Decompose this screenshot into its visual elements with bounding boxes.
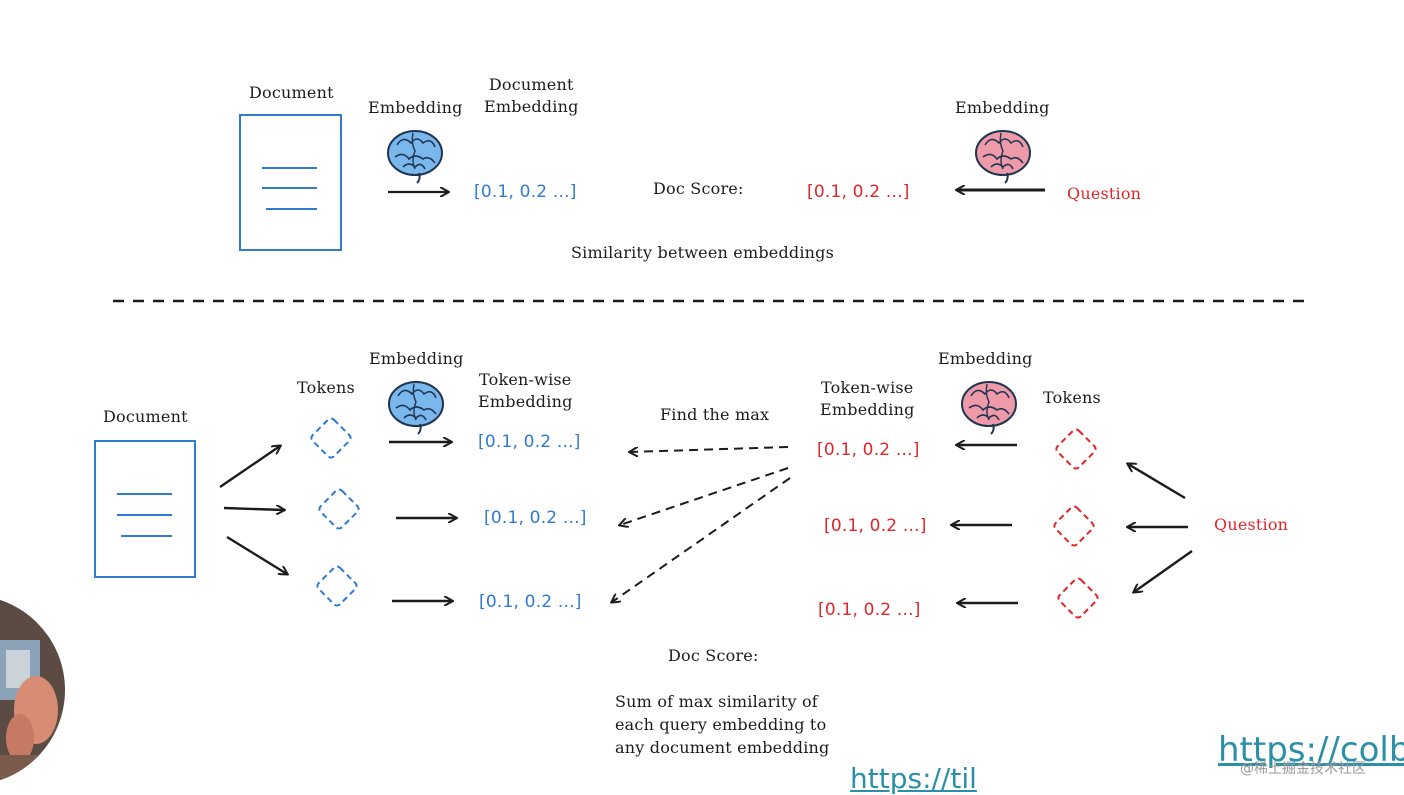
top-doc-score-label: Doc Score: [653,179,744,198]
doc-token-3 [316,565,358,607]
doc-token-embedding-2: [0.1, 0.2 ...] [484,508,587,528]
maxsim-arrow-1 [630,446,789,452]
query-token-embedding-3: [0.1, 0.2 ...] [818,600,921,620]
doc-token-2 [318,488,360,530]
bottom-embedding-left-label: Embedding [369,349,464,368]
top-doc-vector: [0.1, 0.2 ...] [474,182,577,202]
maxsim-arrow-3 [612,477,791,602]
arrow-doc-to-token-3 [226,535,287,574]
bottom-embedding-right-label: Embedding [938,349,1033,368]
find-the-max-label: Find the max [660,405,770,424]
query-token-1 [1055,428,1097,470]
bottom-tokenwise-left-label: Token-wise Embedding [478,370,573,411]
query-token-embedding-2: [0.1, 0.2 ...] [824,516,927,536]
top-brain-blue-icon [387,130,443,184]
doc-token-embedding-3: [0.1, 0.2 ...] [479,592,582,612]
bottom-question-label: Question [1214,515,1289,534]
top-document-embedding-label: Document Embedding [484,75,579,116]
top-embedding-right-label: Embedding [955,98,1050,117]
top-question-label: Question [1067,184,1142,203]
query-token-embedding-1: [0.1, 0.2 ...] [817,440,920,460]
arrow-doc-to-token-2 [223,508,284,510]
top-query-vector: [0.1, 0.2 ...] [807,182,910,202]
bottom-brain-blue-icon [388,381,444,435]
arrow-question-to-token-1 [1128,464,1186,500]
bottom-tokens-right-label: Tokens [1043,388,1101,407]
bottom-document-label: Document [103,407,188,426]
partial-url-secondary: https://til [850,762,977,795]
bottom-brain-pink-icon [961,381,1017,435]
arrow-doc-to-token-1 [219,446,280,488]
watermark-text: @稀土掘金技术社区 [1240,761,1366,777]
top-embedding-left-label: Embedding [368,98,463,117]
query-token-2 [1053,505,1095,547]
query-token-3 [1057,577,1099,619]
top-document-label: Document [249,83,334,102]
bottom-document-icon [94,440,196,578]
bottom-score-caption: Sum of max similarity of each query embe… [615,692,830,757]
top-similarity-caption: Similarity between embeddings [571,243,835,262]
top-document-icon [239,114,342,251]
bottom-doc-score-label: Doc Score: [668,646,759,665]
arrow-question-to-token-3 [1134,550,1193,592]
bottom-tokens-left-label: Tokens [297,378,355,397]
doc-token-embedding-1: [0.1, 0.2 ...] [478,432,581,452]
partial-url-main: https://colbe [1218,730,1404,770]
doc-token-1 [310,417,352,459]
presenter-webcam-image [0,595,65,784]
bottom-tokenwise-right-label: Token-wise Embedding [820,378,915,419]
top-brain-pink-icon [975,130,1031,184]
